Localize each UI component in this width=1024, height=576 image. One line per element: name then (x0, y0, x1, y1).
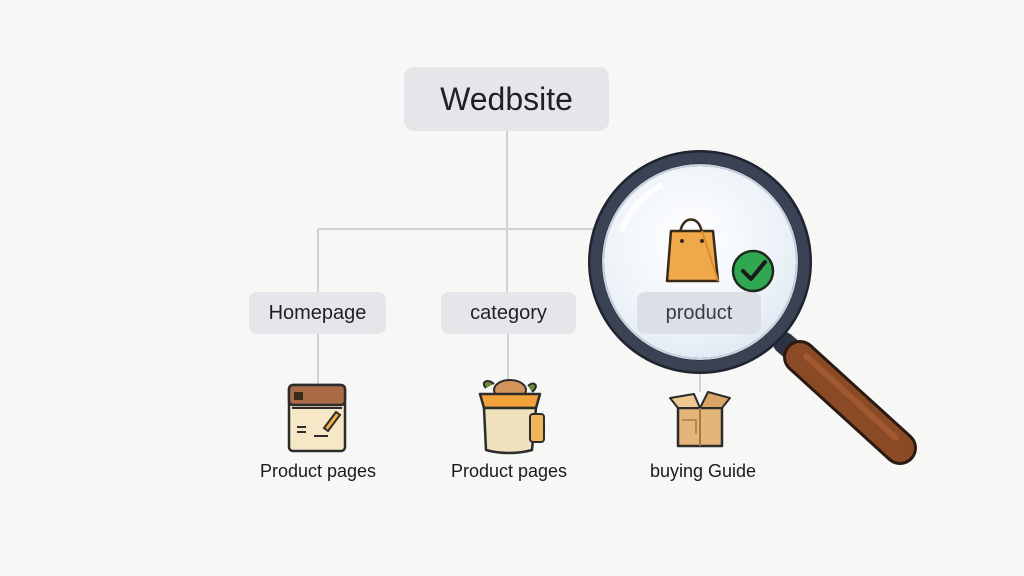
web-page-icon (287, 383, 347, 453)
shopping-bag-icon (665, 218, 720, 283)
magnifier-handle (773, 332, 917, 465)
homepage-node-label: Homepage (268, 301, 367, 324)
cardboard-box-icon (669, 391, 731, 448)
checkmark-icon (731, 249, 775, 293)
product-node-label: product (665, 301, 733, 324)
homepage-node: Homepage (249, 292, 386, 334)
leaf-label-product-pages-2: Product pages (450, 461, 568, 481)
leaf-label-buying-guide: buying Guide (649, 461, 757, 481)
category-node-label: category (470, 301, 547, 324)
product-node: product (637, 292, 761, 334)
leaf-label-product-pages-1: Product pages (259, 461, 377, 481)
root-node-label: Wedbsite (440, 80, 573, 117)
category-node: category (441, 292, 576, 334)
food-basket-icon (478, 379, 545, 455)
root-node: Wedbsite (404, 67, 609, 131)
